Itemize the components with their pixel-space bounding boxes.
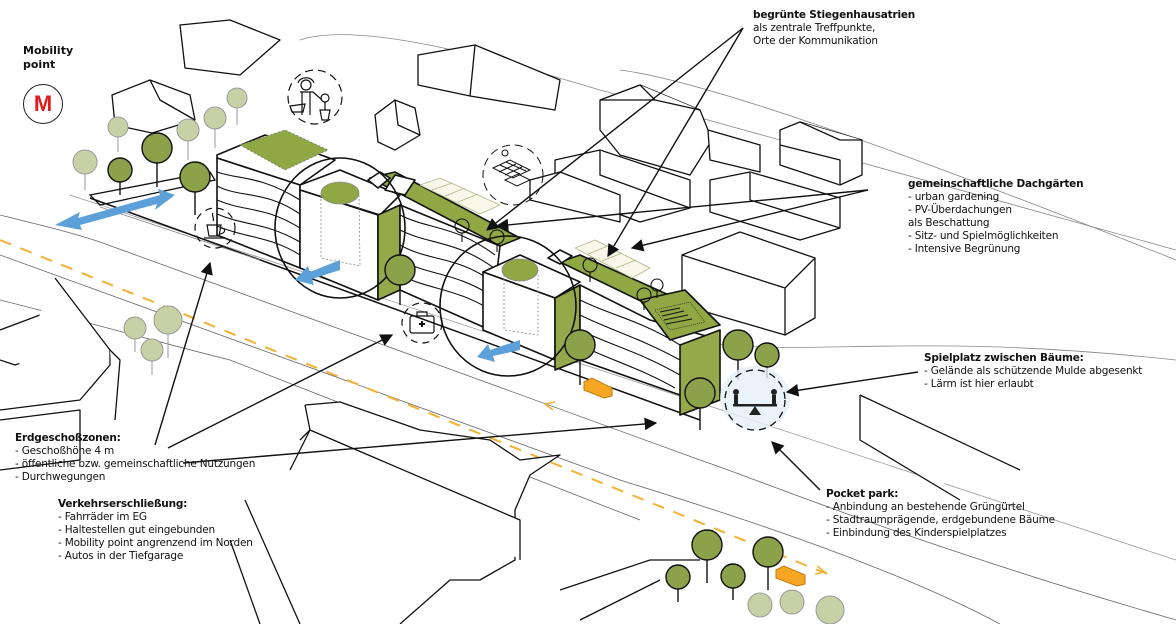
benches: [583, 377, 806, 587]
street-edge: [99, 206, 261, 261]
annotation-line: - Stadtraumprägende, erdgebundene Bäume: [826, 514, 1055, 526]
mobility-point-label: Mobility point: [23, 44, 73, 72]
annotation-line: als zentrale Treffpunkte,: [753, 22, 876, 34]
playground: [720, 366, 790, 431]
annotation-title: begrünte Stiegenhausatrien: [753, 9, 916, 21]
first-aid-kit-icon: [401, 302, 443, 344]
double-arrow-icon: [55, 189, 175, 230]
annotation-line: - Sitz- und Spielmöglichkeiten: [908, 230, 1059, 242]
annotation-line: - Gelände als schützende Mulde abgesenkt: [924, 365, 1143, 377]
coffee-cup-icon: [194, 207, 236, 249]
annotation-title: Spielplatz zwischen Bäume:: [924, 352, 1084, 364]
solar-panel-icon: [482, 144, 544, 206]
seesaw-playground-icon: [733, 389, 777, 415]
annotation-line: als Beschattung: [908, 217, 990, 229]
road-direction-arrow: [814, 565, 826, 575]
pedestrian-path-arrows: [55, 189, 520, 362]
road-lines: [0, 34, 1176, 624]
gardener-icon: [287, 69, 343, 125]
stair-hatch: [659, 307, 693, 325]
annotation-line: - Intensive Begrünung: [908, 243, 1021, 255]
atrium-skylight: [320, 181, 360, 205]
context-buildings: [0, 19, 1021, 624]
mobility-m-icon: M: [23, 84, 63, 124]
annotation-ground-floor: Erdgeschoßzonen: - Geschoßhöhe 4 m - öff…: [15, 432, 255, 484]
annotation-line: - öffentliche bzw. gemeinschaftliche Nut…: [15, 458, 256, 470]
annotation-line: - Haltestellen gut eingebunden: [58, 524, 215, 536]
trees: [72, 87, 845, 624]
annotation-line: - PV-Überdachungen: [908, 204, 1012, 216]
annotation-line: - Einbindung des Kinderspielplatzes: [826, 527, 1007, 539]
annotation-line: - urban gardening: [908, 191, 1000, 203]
path-arrow-icon: [477, 340, 520, 362]
atrium-highlight-circles: [274, 157, 577, 377]
annotation-title: gemeinschaftliche Dachgärten: [908, 178, 1084, 190]
annotation-playground: Spielplatz zwischen Bäume: - Gelände als…: [924, 352, 1142, 391]
annotation-stairwell: begrünte Stiegenhausatrien als zentrale …: [753, 9, 915, 48]
annotation-line: Orte der Kommunikation: [753, 35, 878, 47]
atrium-skylight: [501, 258, 539, 282]
annotation-line: - Lärm ist hier erlaubt: [924, 378, 1034, 390]
annotation-line: - Durchwegungen: [15, 471, 106, 483]
road-direction-arrow: [544, 401, 556, 411]
annotation-line: - Mobility point angrenzend im Norden: [58, 537, 253, 549]
path-arrow-icon: [295, 260, 340, 285]
annotation-line: - Geschoßhöhe 4 m: [15, 445, 115, 457]
mobility-point-title-line1: Mobility: [23, 44, 74, 57]
annotation-title: Pocket park:: [826, 488, 899, 500]
annotation-leaders: [154, 27, 919, 491]
annotation-roof-gardens: gemeinschaftliche Dachgärten - urban gar…: [908, 178, 1084, 256]
mobility-point-title-line2: point: [23, 58, 56, 71]
annotation-title: Erdgeschoßzonen:: [15, 432, 121, 444]
annotation-line: - Fahrräder im EG: [58, 511, 147, 523]
annotation-line: - Anbindung an bestehende Grüngürtel: [826, 501, 1025, 513]
annotation-pocket-park: Pocket park: - Anbindung an bestehende G…: [826, 488, 1055, 540]
road-center-dashes: [0, 239, 831, 576]
annotation-line: - Autos in der Tiefgarage: [58, 550, 184, 562]
annotation-traffic: Verkehrserschließung: - Fahrräder im EG …: [58, 498, 253, 563]
mobility-badge-letter: M: [33, 91, 53, 116]
annotation-title: Verkehrserschließung:: [58, 498, 188, 510]
